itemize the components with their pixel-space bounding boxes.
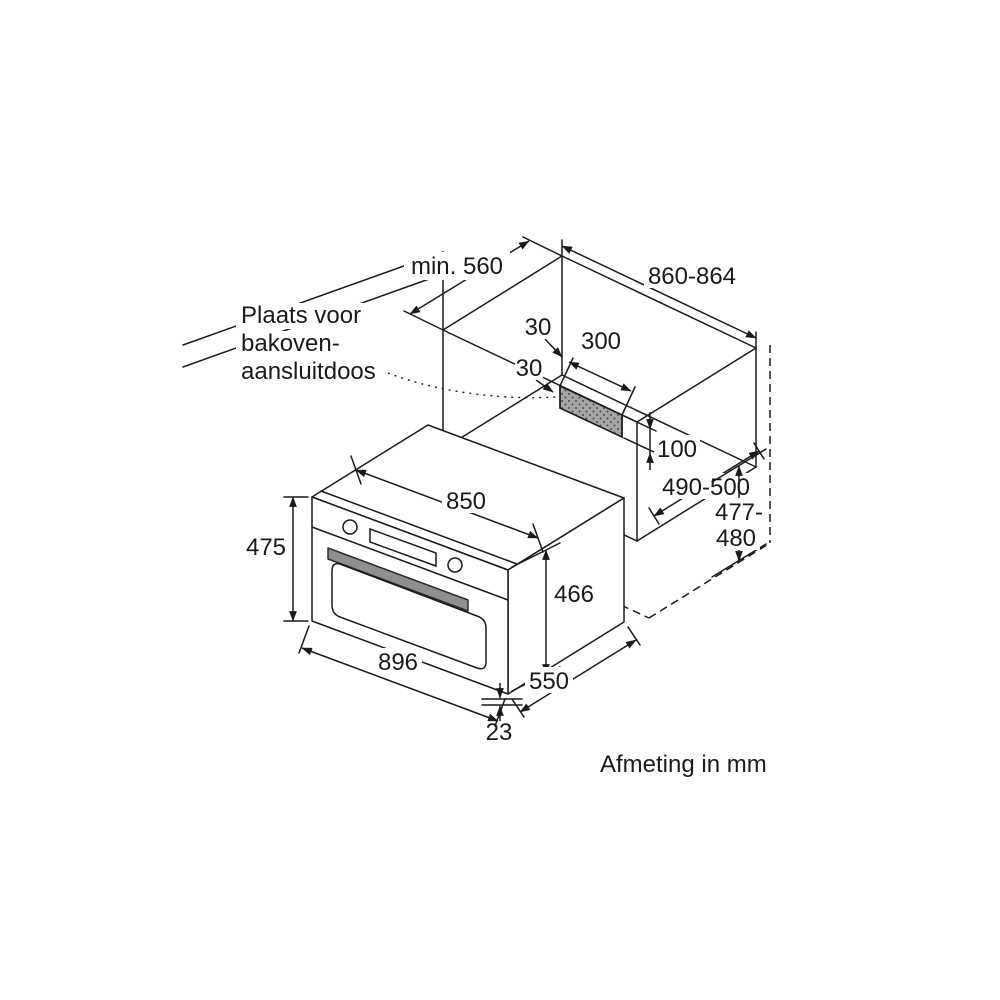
- ext-line: [621, 386, 636, 416]
- ext-line: [623, 415, 657, 432]
- ext-tick: [511, 698, 525, 718]
- label-oven-width: 896: [378, 649, 418, 676]
- dim-line: [519, 639, 637, 713]
- label-niche-depth: min. 560: [411, 253, 503, 280]
- connection-box-dots: [559, 384, 623, 439]
- label-bg: [242, 533, 288, 559]
- niche-floor-left-edge: [442, 374, 563, 450]
- dim-niche-depth: min. 560: [403, 236, 563, 331]
- dim-door-offset: 23: [481, 683, 523, 746]
- control-knob-right: [447, 557, 463, 573]
- ext-line: [511, 542, 561, 568]
- ext-tick: [627, 626, 641, 646]
- label-bg: [236, 359, 384, 385]
- label-gap-bottom: 30: [516, 355, 543, 382]
- leader-30-bottom: [535, 379, 554, 393]
- label-box-height: 100: [657, 436, 697, 463]
- label-bg: [524, 313, 552, 339]
- label-bg: [236, 303, 370, 329]
- label-floor-depth: 490-500: [662, 474, 750, 501]
- label-gap-top: 30: [525, 314, 552, 341]
- annotation-line-1: Plaats voor: [241, 302, 361, 329]
- dim-oven-height: 475: [242, 496, 309, 622]
- label-right-height-1: 477-: [715, 499, 763, 526]
- annotation-group: Plaats voor bakoven- aansluitdoos: [236, 302, 557, 399]
- footer-units-note: Afmeting in mm: [600, 751, 767, 778]
- ext-line: [623, 437, 657, 454]
- label-bg: [236, 331, 344, 357]
- control-knob-left: [342, 519, 358, 535]
- label-bg: [404, 252, 510, 280]
- door-handle: [327, 547, 469, 612]
- label-niche-width: 860-864: [648, 263, 736, 290]
- label-bg: [550, 580, 598, 606]
- label-bg: [644, 262, 740, 288]
- ext-line: [522, 236, 563, 257]
- label-bg: [712, 524, 760, 550]
- dim-right-height: 477- 480: [711, 448, 767, 578]
- dim-connection-box: 300 30 30 100: [515, 313, 700, 470]
- control-panel-divider: [311, 526, 509, 601]
- dim-oven-depth: 550: [511, 626, 641, 718]
- connection-box-group: [559, 384, 623, 439]
- annotation-line-3: aansluitdoos: [241, 358, 376, 385]
- label-oven-height: 475: [246, 534, 286, 561]
- worktop-edge-top: [182, 251, 444, 346]
- label-oven-depth: 550: [529, 668, 569, 695]
- label-bg: [442, 487, 490, 513]
- label-bg: [515, 354, 543, 380]
- dim-oven-top-width: 850: [350, 455, 544, 553]
- label-door-offset: 23: [486, 719, 513, 746]
- label-bg: [577, 327, 625, 353]
- label-oven-top-width: 850: [446, 488, 486, 515]
- dim-line: [561, 245, 757, 339]
- oven-front-face: [311, 496, 509, 695]
- label-bg: [374, 648, 422, 674]
- leader-30-top: [544, 338, 563, 358]
- label-right-height-2: 480: [716, 525, 756, 552]
- dim-line: [301, 647, 499, 722]
- label-box-width: 300: [581, 328, 621, 355]
- niche-top-right-edge: [636, 347, 757, 423]
- oven: [311, 424, 625, 695]
- drawing-root: min. 560 860-864 300 30 30: [182, 236, 771, 778]
- ext-tick: [298, 625, 310, 654]
- hidden-bottom-right-edge: [648, 542, 771, 619]
- label-oven-front-height: 466: [554, 581, 594, 608]
- dim-line-300: [568, 361, 632, 392]
- annotation-line-2: bakoven-: [241, 330, 340, 357]
- label-bg: [525, 667, 573, 693]
- dim-niche-width: 860-864: [561, 239, 757, 349]
- label-bg: [712, 498, 766, 524]
- ext-line: [403, 310, 444, 331]
